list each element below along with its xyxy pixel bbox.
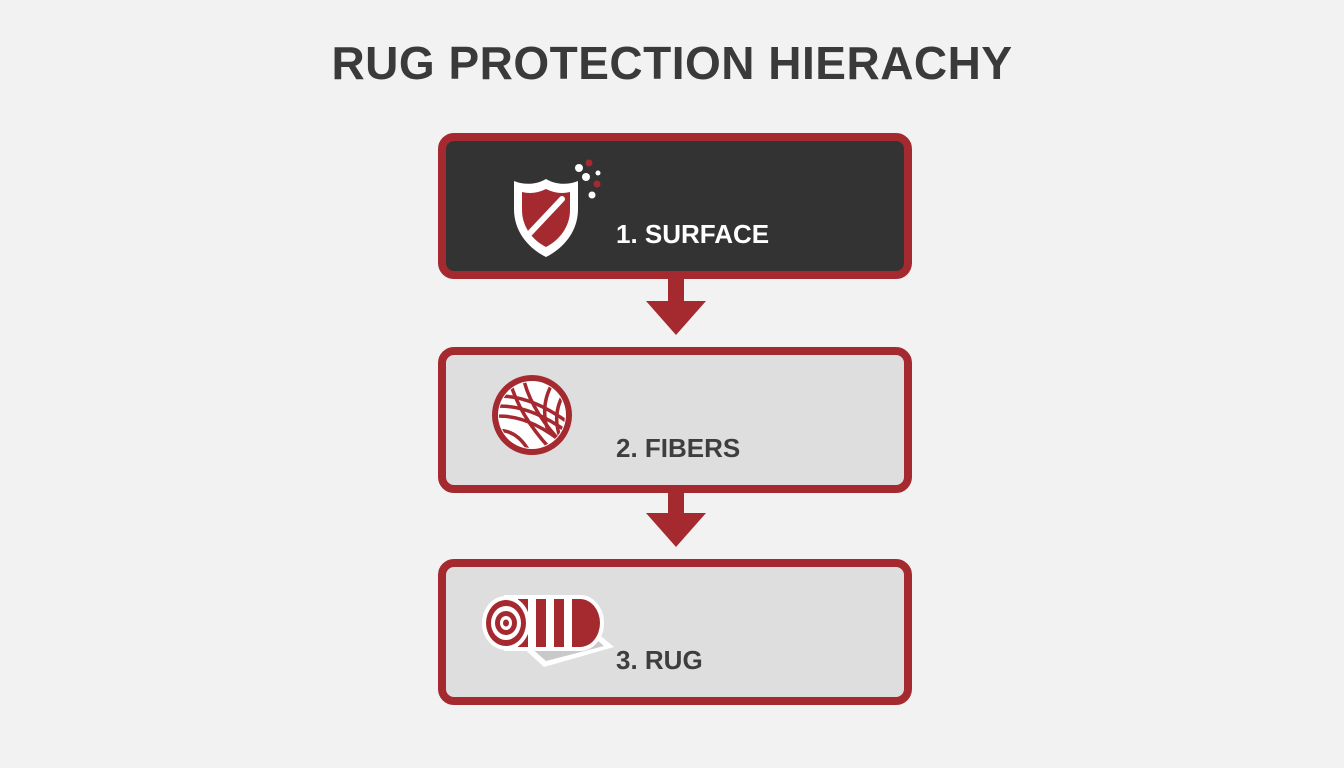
step-fibers-label: 2. FIBERS	[616, 433, 741, 463]
rolled-rug-icon	[482, 595, 614, 667]
step-rug-label: 3. RUG	[616, 645, 703, 675]
shield-splash-icon	[514, 159, 601, 257]
arrow-down-icon	[646, 279, 706, 335]
arrow-down-icon	[646, 491, 706, 547]
yarn-ball-icon	[492, 375, 572, 455]
step-fibers: 2. FIBERS	[438, 347, 912, 493]
diagram-title: RUG PROTECTION HIERACHY	[331, 37, 1013, 89]
step-surface: 1. SURFACE	[438, 133, 912, 279]
step-rug: 3. RUG	[438, 559, 912, 705]
step-surface-label: 1. SURFACE	[616, 219, 770, 249]
